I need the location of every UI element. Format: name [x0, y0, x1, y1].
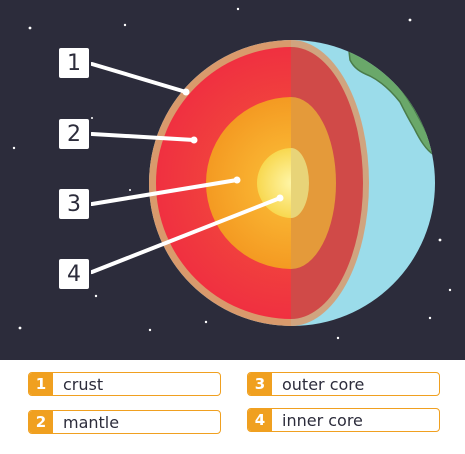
leader-dots — [182, 88, 284, 202]
outer-core-layer — [206, 97, 291, 269]
earth-illustration — [12, 7, 452, 340]
legend-label: outer core — [282, 374, 365, 394]
inner-core-layer — [257, 148, 291, 218]
stars — [12, 7, 452, 340]
legend-label: inner core — [282, 410, 363, 430]
leader-lines — [90, 62, 282, 274]
legend-item-crust: 1 crust — [28, 372, 221, 396]
legend-number: 3 — [248, 373, 272, 395]
legend-label: crust — [63, 374, 104, 394]
callout-inner-core: 4 — [57, 257, 91, 291]
legend-number: 2 — [29, 411, 53, 433]
callout-crust: 1 — [57, 46, 91, 80]
legend-number: 1 — [29, 373, 53, 395]
legend-item-inner-core: 4 inner core — [247, 408, 440, 432]
legend-label: mantle — [63, 412, 120, 432]
callout-mantle: 2 — [57, 117, 91, 151]
legend: 1 crust 2 mantle 3 outer core 4 inner co… — [0, 360, 465, 454]
earth-diagram: 1 2 3 4 — [0, 0, 465, 360]
legend-number: 4 — [248, 409, 272, 431]
cut-shadow — [291, 40, 369, 326]
legend-item-mantle: 2 mantle — [28, 410, 221, 434]
callout-outer-core: 3 — [57, 187, 91, 221]
legend-item-outer-core: 3 outer core — [247, 372, 440, 396]
